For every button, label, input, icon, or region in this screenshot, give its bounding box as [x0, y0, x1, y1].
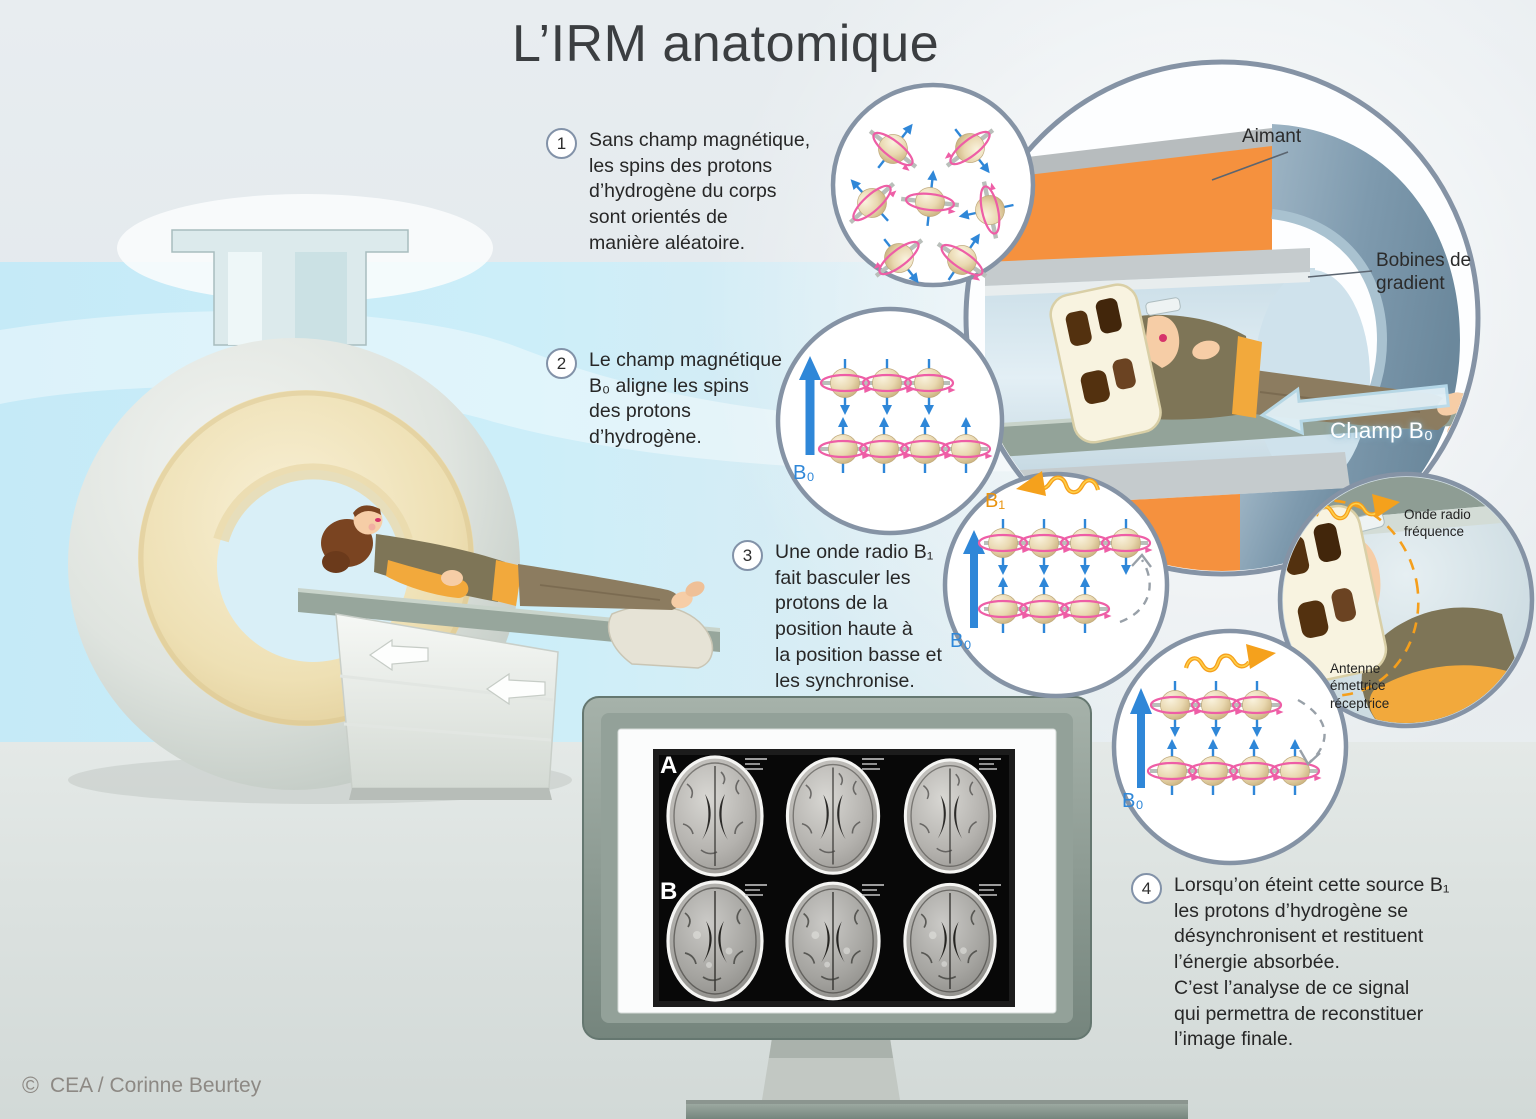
step-2-number: 2 [546, 348, 577, 379]
copyright-text: CEA / Corinne Beurtey [49, 1073, 262, 1097]
brain-scan-image [903, 758, 997, 874]
step-3-number: 3 [732, 540, 763, 571]
step-4-text: Lorsqu’on éteint cette source B₁ les pro… [1174, 874, 1450, 1051]
head-coil [1049, 283, 1162, 444]
step-1-text: Sans champ magnétique, les spins des pro… [589, 129, 811, 254]
step-2: 2 Le champ magnétique B₀ aligne les spin… [546, 348, 782, 451]
bobines-pointer-line [1307, 270, 1373, 278]
scan-row-a-label: A [660, 752, 678, 779]
table-slide-arrow-icon [368, 638, 429, 672]
brain-scan-image [666, 880, 764, 1002]
patient-table [298, 588, 720, 669]
monitor-base-bar [686, 1100, 1188, 1119]
step-1: 1 Sans champ magnétique, les spins des p… [546, 128, 810, 257]
spin-diagram-aligned [775, 306, 1005, 536]
flip-dashed-arrow-icon [1297, 698, 1326, 766]
label-b0: B₀ [793, 462, 815, 484]
step-1-number: 1 [546, 128, 577, 159]
step-3-text: Une onde radio B₁ fait basculer les prot… [775, 541, 942, 692]
b0-arrow-icon [1130, 688, 1152, 788]
label-b0: B₀ [950, 630, 972, 652]
ventilation-duct [171, 229, 409, 346]
table-end-rest [607, 604, 714, 669]
gradient-coils-section [1272, 124, 1460, 556]
brain-scan-image [785, 881, 881, 1001]
champ-b0-arrow-icon [1259, 384, 1450, 436]
page-title: L’IRM anatomique [512, 15, 940, 73]
antenna-zoom-scene [1277, 471, 1535, 729]
step-4-number: 4 [1131, 873, 1162, 904]
table-pedestal [335, 613, 559, 800]
patient-pants [518, 564, 680, 610]
monitor [582, 696, 1188, 1119]
radio-wave-icon [1183, 644, 1276, 673]
radio-wave-icon [1314, 494, 1400, 521]
label-b0: B₀ [1122, 790, 1144, 812]
scan-row-b-label: B [660, 878, 678, 905]
patient-lying [321, 505, 705, 610]
step-3: 3 Une onde radio B₁ fait basculer les pr… [732, 540, 942, 694]
b0-arrow-icon [799, 356, 821, 455]
flip-dashed-arrow-icon [1119, 553, 1152, 624]
aimant-pointer-line [1211, 151, 1289, 181]
brain-scan-image [903, 882, 997, 1000]
copyright-credit: © CEA / Corinne Beurtey [22, 1072, 261, 1099]
table-slide-arrow-icon [485, 672, 546, 706]
step-4: 4 Lorsqu’on éteint cette source B₁ les p… [1131, 873, 1449, 1053]
patient-shirt [374, 534, 505, 602]
step-2-text: Le champ magnétique B₀ aligne les spins … [589, 349, 782, 449]
antenna-field-dashed-ellipse [1283, 498, 1420, 698]
label-antenne-emettrice-receptrice: Antenne émettrice réceptrice [1330, 661, 1390, 711]
mri-cutaway-scene [963, 59, 1481, 577]
patient-sleeve [386, 560, 469, 598]
label-b1: B₁ [985, 490, 1006, 512]
label-aimant: Aimant [1242, 126, 1302, 147]
mri-machine-scene [68, 194, 720, 804]
spin-diagram-random [829, 82, 1036, 301]
label-bobines-de-gradient: Bobines de gradient [1376, 250, 1472, 294]
label-onde-radio-frequence: Onde radio fréquence [1404, 507, 1471, 540]
spin-diagram-b1-flip [942, 471, 1170, 699]
copyright-icon: © [22, 1072, 39, 1098]
radio-wave-icon [1016, 471, 1101, 496]
b0-arrow-icon [963, 530, 985, 628]
brain-scan-image [785, 757, 881, 875]
spin-diagram-relaxation [1111, 628, 1349, 866]
label-champ-b0: Champ B₀ [1330, 418, 1434, 443]
brain-scan-image [666, 755, 764, 877]
